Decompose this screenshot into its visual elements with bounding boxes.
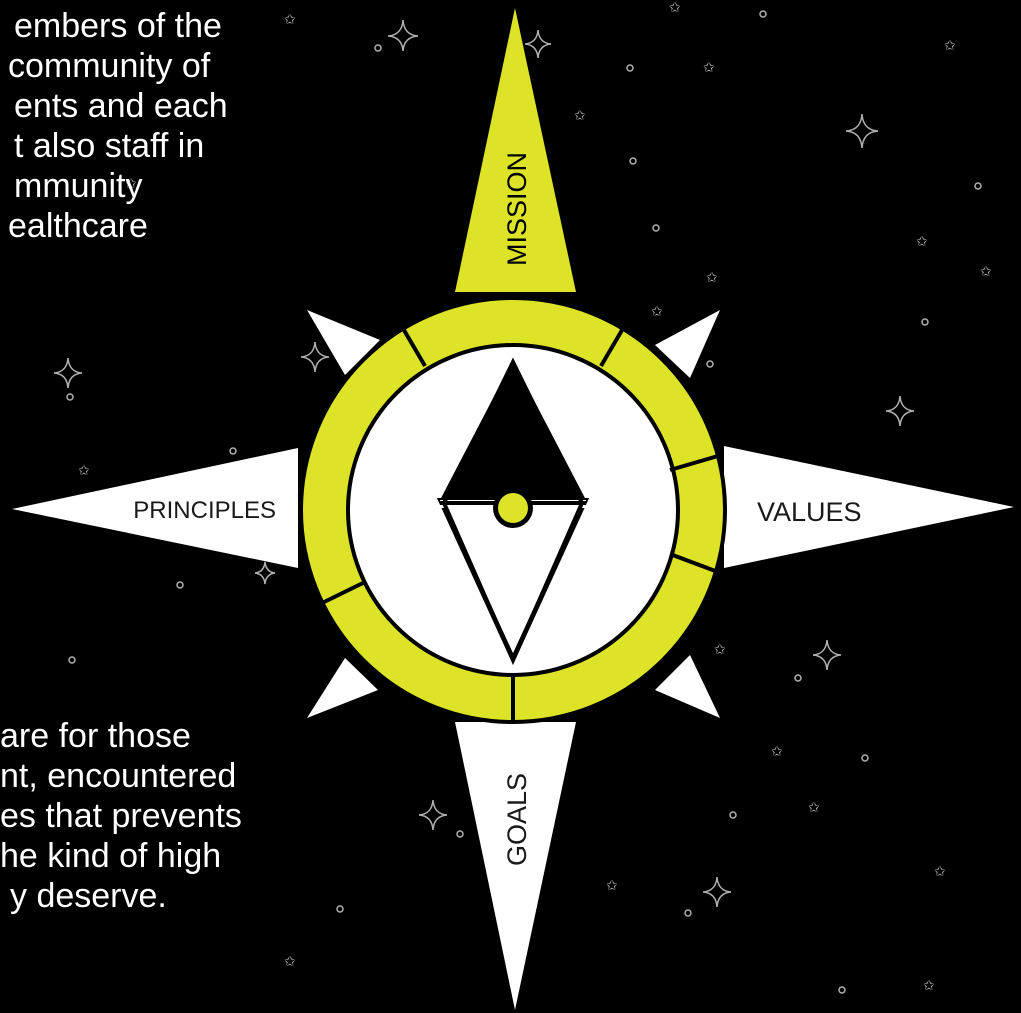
label-mission: MISSION bbox=[502, 152, 532, 266]
label-principles: PRINCIPLES bbox=[133, 497, 276, 524]
label-values: VALUES bbox=[757, 497, 862, 527]
compass-spike-sw bbox=[307, 658, 378, 718]
label-goals: GOALS bbox=[502, 773, 532, 866]
compass-spike-se bbox=[655, 655, 720, 718]
